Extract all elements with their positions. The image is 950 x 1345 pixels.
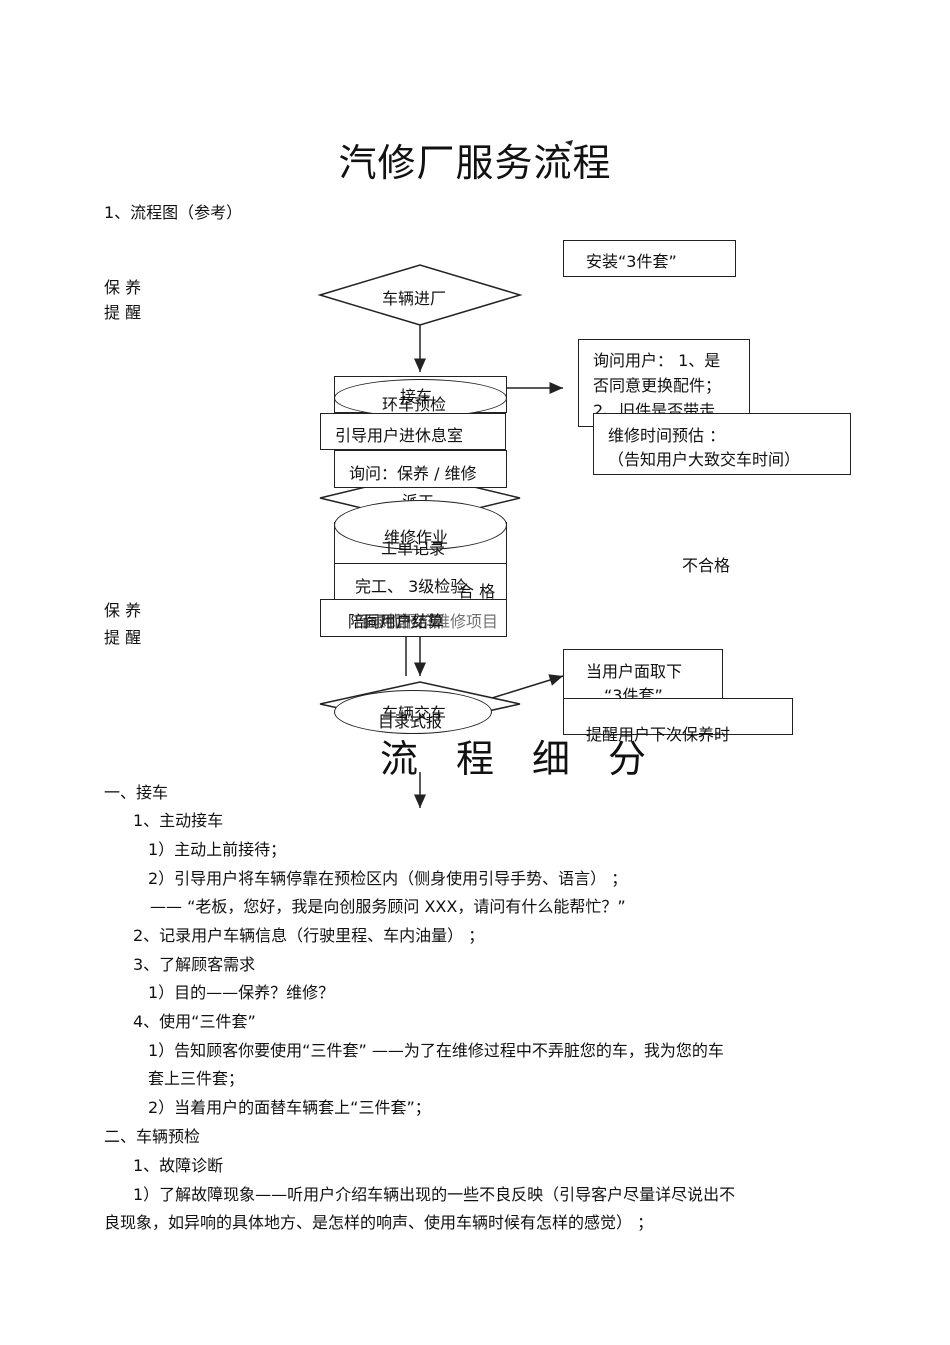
face-handover-label: 面对面交车 [362,612,443,631]
arrow-to-return-cover [491,674,564,699]
body-line-6: 2、记录用户车辆信息（行驶里程、车内油量） ； [133,926,485,945]
remind-label-bottom-1: 保 养 [104,601,142,620]
body-line-13: 二、车辆预检 [104,1127,201,1146]
body-line-3: 1）主动上前接待； [148,840,287,859]
report-label: 目录式报 [378,712,443,731]
body-line-4: 2）引导用户将车辆停靠在预检区内（侧身使用引导手势、语言） ； [148,869,628,888]
repair-label: 维修作业 [384,528,449,547]
settlement-box [320,599,507,637]
inquire-box: 询问：保养 / 维修 [334,450,507,488]
time-estimate-box: 维修时间预估 ： （告知用户大致交车时间） [593,413,851,475]
remind-next-box: 提醒用户下次保养时 [563,698,793,744]
body-line-10: 1）告知顾客你要使用“三件套” ——为了在维修过程中不弄脏您的车，我为您的车 [148,1041,724,1060]
remind-label-top-2: 提 醒 [104,303,142,322]
body-line-5: —— “老板，您好，我是向创服务顾问 XXX，请问有什么能帮忙？” [150,897,626,916]
body-line-12: 2）当着用户的面替车辆套上“三件套”； [148,1098,431,1117]
remind-label-bottom-2: 提 醒 [104,628,142,647]
repair-ellipse [334,500,507,550]
body-line-11: 套上三件套； [148,1069,245,1088]
pass-label: 合 格 [458,582,496,601]
lounge-box: 引导用户进休息室 [320,413,506,450]
body-line-2: 1、主动接车 [133,811,224,830]
handover-label: 车辆交车 [382,704,447,723]
handover-ellipse [334,690,492,734]
body-line-8: 1）目的——保养？维修？ [148,983,335,1002]
body-line-9: 4、使用“三件套” [133,1012,256,1031]
cursor-mark-icon [565,140,573,146]
page-title: 汽修厂服务流程 [338,141,612,185]
quote-items-label: 目录式报价维修项目 [354,612,499,631]
finish-check-box: 完工、 3级检验 [334,563,507,601]
section-subtitle: 流程细分 [380,737,685,781]
reception-label: 接车 [400,387,433,406]
enter-label: 车辆进厂 [382,289,447,308]
body-line-16: 良现象，如异响的具体地方、是怎样的响声、使用车辆时候有怎样的感觉） ； [104,1213,654,1232]
precheck-label: 环车预检 [382,395,447,414]
body-line-15: 1）了解故障现象——听用户介绍车辆出现的一些不良反映（引导客户尽量详尽说出不 [133,1185,736,1204]
body-line-1: 一、接车 [104,783,169,802]
body-line-7: 3、了解顾客需求 [133,955,256,974]
fail-label: 不合格 [682,556,731,575]
settlement-label: 陪同用户结算 [348,612,445,631]
diamond-enter [317,264,523,326]
remind-label-top-1: 保 养 [104,278,142,297]
body-line-14: 1、故障诊断 [133,1156,224,1175]
section-heading-flowchart: 1、流程图（参考） [104,203,243,222]
install-covers-box: 安装“3件套” [563,240,736,277]
return-covers-box: 当用户面取下 “3件套” [563,649,723,705]
work-order-label: 工单记录 [381,539,446,558]
